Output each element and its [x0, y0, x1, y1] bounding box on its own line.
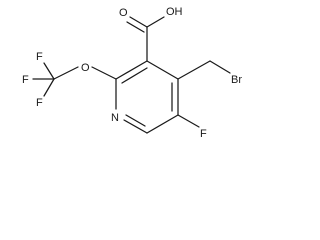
- bond-o-cf3: [53, 66, 79, 80]
- atom-o-ether: O: [81, 62, 90, 74]
- structure-canvas: O OH O F F F Br N F: [22, 6, 242, 140]
- atom-oh: OH: [166, 6, 183, 18]
- atom-br: Br: [231, 74, 242, 86]
- atom-n-ring: N: [111, 112, 119, 124]
- bond-c2-c3: [115, 60, 148, 80]
- atom-f-cf3-top: F: [36, 51, 43, 63]
- atom-o-carbonyl: O: [119, 7, 128, 19]
- bond-c-o-double-a: [129, 16, 148, 28]
- atom-f-cf3-bottom: F: [36, 97, 43, 109]
- bond-cf3-f-bottom: [43, 78, 55, 97]
- bond-c4-ch2: [177, 60, 211, 80]
- bond-c2-o: [91, 66, 117, 80]
- bond-cf3-f-top: [43, 62, 55, 80]
- molecule-structure: O OH O F F F Br N F: [22, 6, 242, 140]
- bond-c5-f: [177, 114, 200, 128]
- atom-f-cf3-left: F: [22, 74, 29, 86]
- bond-c5-c6: [146, 114, 179, 134]
- atom-f-ring: F: [200, 128, 207, 140]
- bond-c6-n: [123, 119, 148, 134]
- bond-c2-c3-inner: [121, 67, 148, 84]
- bond-c-o-double-b: [126, 21, 145, 33]
- bond-c3-c4: [146, 60, 179, 80]
- bond-c-oh: [146, 16, 165, 28]
- bond-c6-n-inner: [125, 114, 146, 127]
- bond-ch2-br: [209, 60, 231, 74]
